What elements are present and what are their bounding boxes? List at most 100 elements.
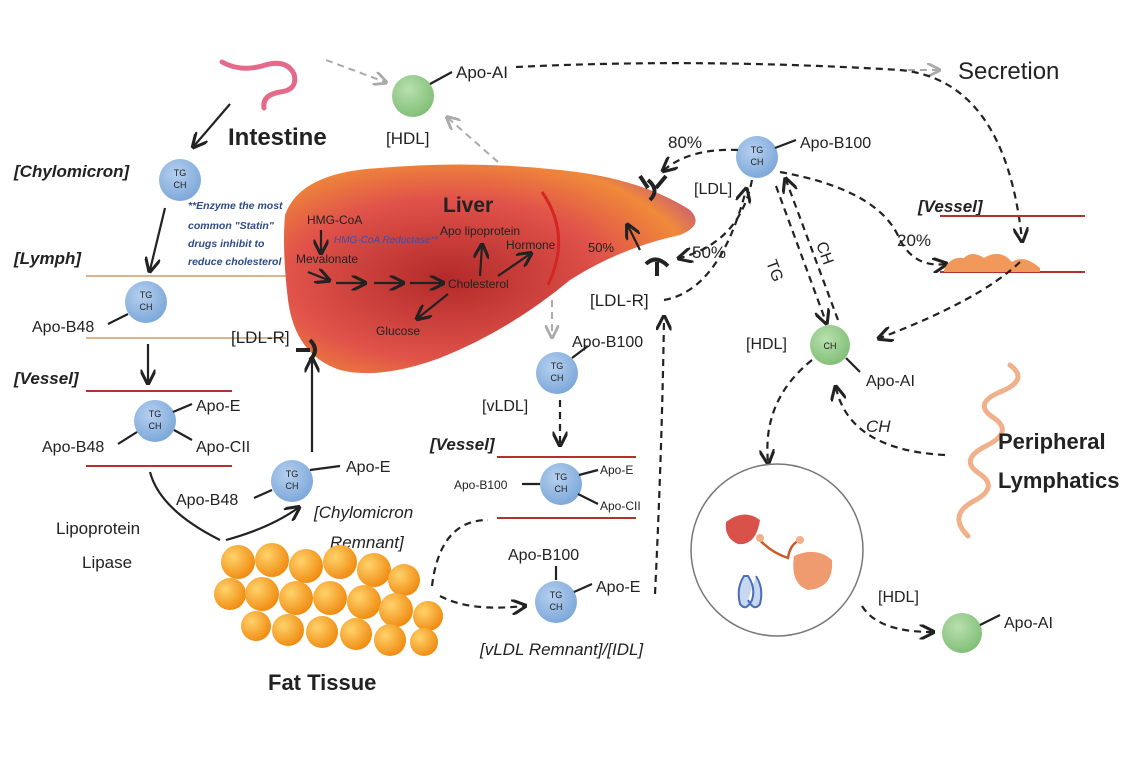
secretion-legend-label: Secretion xyxy=(958,58,1059,85)
cholesterol-to-hormone-arrow xyxy=(497,254,530,277)
vessel-label-left: [Vessel] xyxy=(13,369,80,388)
apo-b48-label-lymph: Apo-B48 xyxy=(32,319,94,336)
apo-b100-label-ldl: Apo-B100 xyxy=(800,135,871,152)
peripheral-label: Peripheral xyxy=(998,429,1106,454)
vessel-label-right: [Vessel] xyxy=(917,197,984,216)
intestine-shape xyxy=(219,59,298,111)
liver-50-percent: 50% xyxy=(588,240,614,255)
apo-ai-label-mid: Apo-AI xyxy=(866,373,915,390)
particle-ch-label: CH xyxy=(555,484,568,494)
chylomicron-remnant-label-1: [Chylomicron xyxy=(313,503,413,522)
particle-ch-label: CH xyxy=(551,373,564,383)
mevalonate-arrow xyxy=(307,272,328,280)
particle-ch-label: CH xyxy=(140,302,153,312)
percent-50: 50% xyxy=(692,243,726,262)
lipase-label-line1: Lipoprotein xyxy=(56,519,140,538)
apo-ai-label-bottom: Apo-AI xyxy=(1004,615,1053,632)
cholesterol-label: Cholesterol xyxy=(448,277,509,291)
fat-tissue-cells xyxy=(214,543,443,656)
ldl-to-hdl-tg-arrow xyxy=(774,185,826,322)
ldlr-label-right: [LDL-R] xyxy=(590,291,649,310)
apo-e-stalk xyxy=(172,402,193,414)
apo-cii-stalk xyxy=(577,493,599,505)
plaque-to-hdl-arrow xyxy=(880,261,1021,338)
apo-cii-label-vessel: Apo-CII xyxy=(196,439,250,456)
hdl-label-top: [HDL] xyxy=(386,129,429,148)
apo-cii-label-vldl-vessel: Apo-CII xyxy=(600,499,641,513)
vessel-label-mid: [Vessel] xyxy=(429,435,496,454)
hmg-coa-reductase-label: HMG-CoA Reductase** xyxy=(334,235,439,246)
particle-tg-label: TG xyxy=(555,472,568,482)
hdl-particle-mid xyxy=(810,325,850,365)
statin-note-line3: drugs inhibit to xyxy=(188,238,265,250)
particle-ch-label: CH xyxy=(824,341,837,351)
liver-hdl-secretion-arrow xyxy=(448,118,499,163)
particle-tg-label: TG xyxy=(140,290,153,300)
particle-tg-label: TG xyxy=(149,409,162,419)
particle-ch-label: CH xyxy=(550,602,563,612)
idl-particle xyxy=(535,581,577,623)
apo-b48-label-vessel: Apo-B48 xyxy=(42,439,104,456)
lipase-to-remnant-arrow xyxy=(225,508,298,542)
lymph-chylomicron-particle xyxy=(125,281,167,323)
liver-label: Liver xyxy=(443,194,493,217)
vldl-particle xyxy=(536,352,578,394)
apo-lipoprotein-label: Apo lipoprotein xyxy=(440,224,520,238)
lymphatic-vessel-shape xyxy=(956,362,1021,539)
intestine-to-chylomicron-arrow xyxy=(194,103,231,146)
particle-ch-label: CH xyxy=(174,180,187,190)
apo-e-label-vldl-vessel: Apo-E xyxy=(600,463,633,477)
apo-e-label-idl: Apo-E xyxy=(596,579,640,596)
organ-liver-icon xyxy=(725,514,760,545)
percent-20: 20% xyxy=(897,231,931,250)
liver-shape xyxy=(284,164,696,374)
vessel-chylomicron-particle xyxy=(134,400,176,442)
plaque-icon xyxy=(944,253,1040,272)
hdl-to-tissues-arrow xyxy=(767,359,813,462)
hdl-to-ldl-ch-arrow xyxy=(786,180,840,321)
vldl-remnant-idl-label: [vLDL Remnant]/[IDL] xyxy=(479,640,644,659)
tissues-to-hdl-arrow xyxy=(861,605,932,632)
cholesterol-to-apolipoprotein-arrow xyxy=(480,246,482,277)
apo-ai-to-vessel-arrow xyxy=(515,62,1022,240)
chylomicron-remnant-label-2: Remnant] xyxy=(330,533,405,552)
apo-ai-stalk xyxy=(429,71,453,85)
ch-periph-label: CH xyxy=(866,417,891,436)
apo-b100-stalk xyxy=(774,138,797,150)
tg-diag-label: TG xyxy=(762,258,786,285)
lipase-label-line2: Lipase xyxy=(82,553,132,572)
ldl-80-percent-arrow xyxy=(664,148,739,170)
apo-ai-label: Apo-AI xyxy=(456,63,508,82)
apo-e-label-remnant: Apo-E xyxy=(346,459,390,476)
hdl-particle-bottom xyxy=(942,613,982,653)
fat-tissue-label: Fat Tissue xyxy=(268,670,376,695)
cholesterol-to-glucose-arrow xyxy=(418,293,449,318)
ldl-20-percent-arrow xyxy=(779,170,945,265)
apo-b48-stalk xyxy=(117,431,138,445)
particle-ch-label: CH xyxy=(286,481,299,491)
intestine-hdl-secretion-arrow xyxy=(325,59,385,82)
hdl-label-bottom: [HDL] xyxy=(878,589,919,606)
ldl-receptor-top-icon xyxy=(638,174,668,202)
apo-e-label-vessel: Apo-E xyxy=(196,398,240,415)
ldl-label: [LDL] xyxy=(694,181,732,198)
apo-b48-label-remnant: Apo-B48 xyxy=(176,492,238,509)
chylomicron-particle xyxy=(159,159,201,201)
hdl-particle-top xyxy=(392,75,434,117)
statin-note-line1: **Enzyme the most xyxy=(188,200,283,212)
glucose-label: Glucose xyxy=(376,324,420,338)
idl-to-liver-arrow xyxy=(653,318,664,595)
apo-b100-stalk xyxy=(571,345,589,359)
organ-spleen-icon xyxy=(793,551,833,590)
vessel-vldl-particle xyxy=(540,463,582,505)
particle-ch-label: CH xyxy=(149,421,162,431)
organ-kidney-icon xyxy=(737,575,763,609)
hmg-coa-label: HMG-CoA xyxy=(307,213,362,227)
percent-80: 80% xyxy=(668,133,702,152)
apo-e-stalk xyxy=(309,464,341,472)
statin-note-line2: common "Statin" xyxy=(188,220,275,232)
apo-cii-stalk xyxy=(173,429,193,441)
vldl-label: [vLDL] xyxy=(482,398,528,415)
hormone-label: Hormone xyxy=(506,238,556,252)
